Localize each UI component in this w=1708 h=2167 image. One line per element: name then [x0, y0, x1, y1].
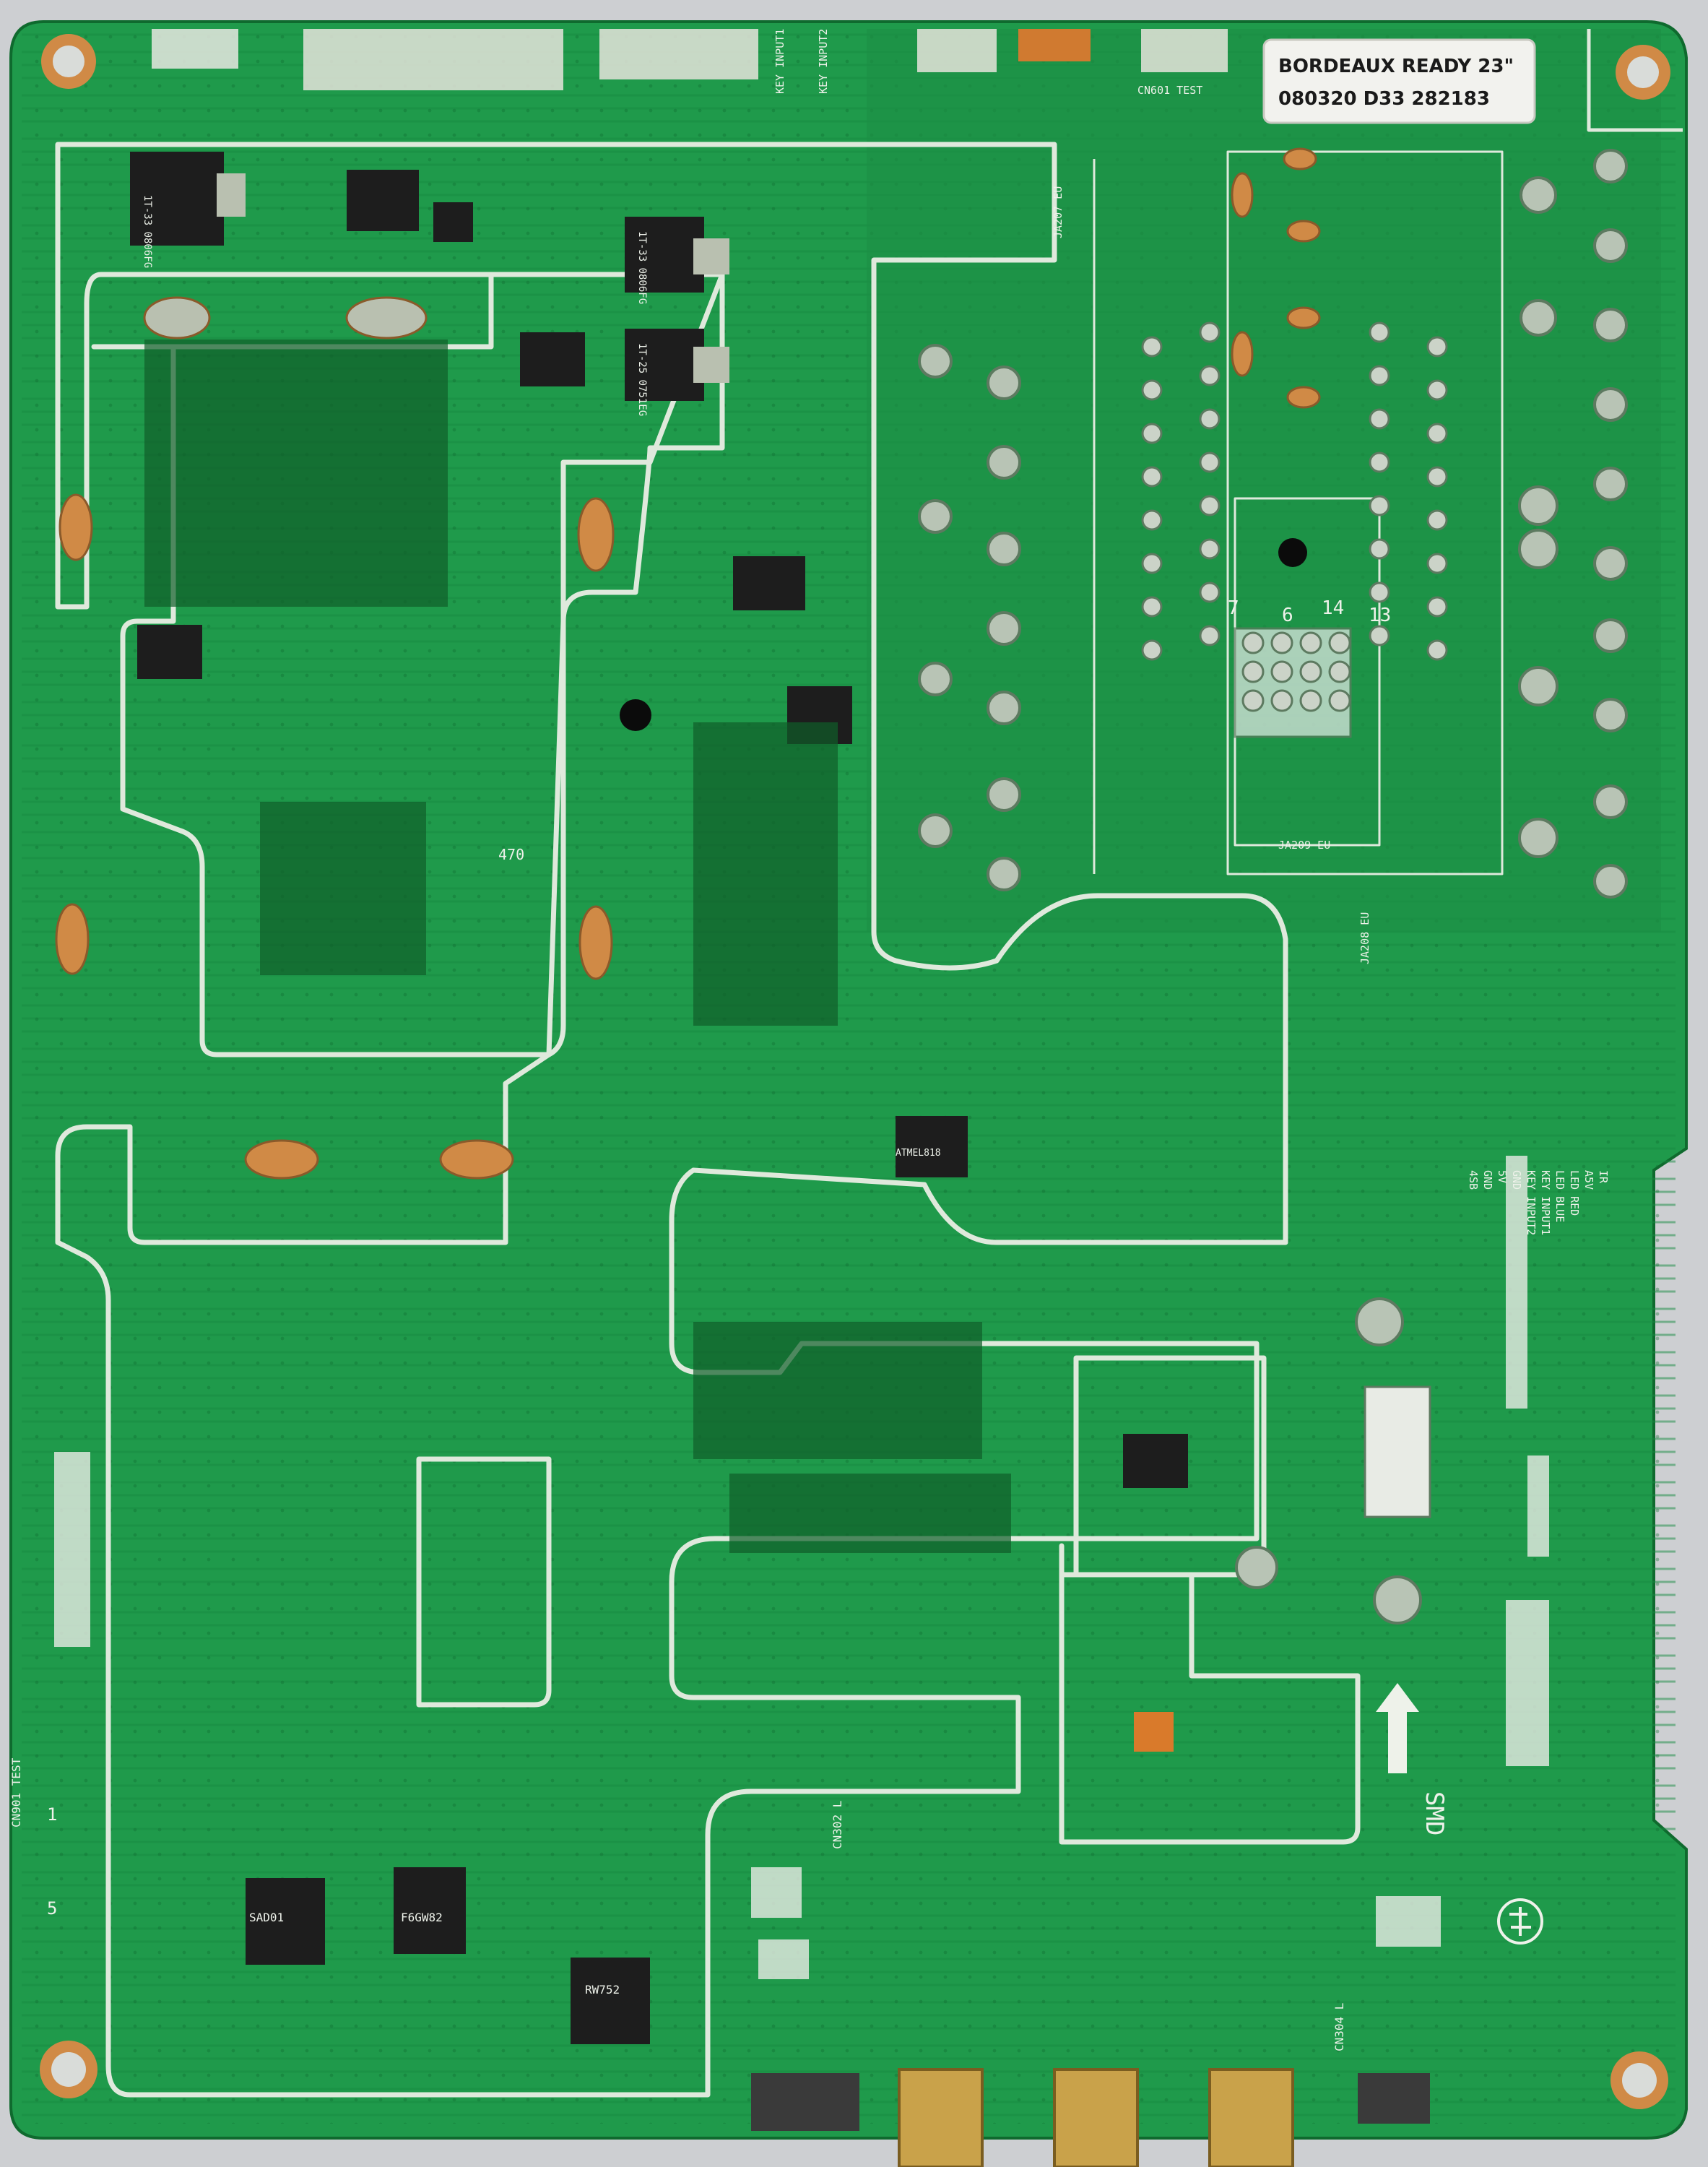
- ic-b-label: 1T-33 0806FG: [636, 231, 648, 304]
- mounting-holes: [40, 34, 1670, 2109]
- dense-components: [144, 339, 1011, 1553]
- bottom-rca-jacks: [751, 2068, 1430, 2167]
- smd-label: SMD: [1420, 1791, 1449, 1835]
- side-label: LED BLUE: [1553, 1170, 1566, 1222]
- sticker-line-1: BORDEAUX READY 23": [1278, 56, 1514, 77]
- silkscreen-labels: SMD CN901 TEST CN302 L CN304 L CN601 TES…: [9, 29, 1449, 2051]
- pin-7-label: 7: [1228, 597, 1239, 619]
- side-label: IR: [1597, 1170, 1610, 1184]
- pin-13-label: 13: [1369, 605, 1391, 626]
- key-input1-label: KEY INPUT1: [773, 29, 786, 94]
- side-label: 4SB: [1467, 1170, 1480, 1190]
- ja208-label: JA208 EU: [1358, 912, 1371, 964]
- ic-a-label: 1T-33 0806FG: [142, 195, 153, 268]
- side-label: GND: [1510, 1170, 1523, 1190]
- korean-stamp-icon: [1497, 1898, 1543, 1945]
- side-label: KEY INPUT1: [1539, 1170, 1552, 1235]
- cn304-label: CN304 L: [1332, 2003, 1346, 2051]
- label-sticker: BORDEAUX READY 23" 080320 D33 282183: [1262, 38, 1536, 124]
- side-label: GND: [1481, 1170, 1494, 1190]
- res-470-label: 470: [498, 846, 524, 863]
- pin-14-label: 14: [1322, 597, 1344, 619]
- ic402-label: ATMEL818: [896, 1148, 941, 1159]
- rca-pads: [918, 149, 1628, 1625]
- copper-pads: [55, 147, 1321, 1180]
- side-label: LED RED: [1568, 1170, 1581, 1216]
- side-label: A5V: [1582, 1170, 1595, 1190]
- cn302-label: CN302 L: [831, 1801, 844, 1849]
- sticker-line-2: 080320 D33 282183: [1278, 88, 1490, 110]
- pin-5-label: 5: [47, 1898, 57, 1919]
- ja207-label: JA207 EU: [1052, 186, 1065, 238]
- side-label: KEY INPUT2: [1525, 1170, 1538, 1235]
- side-label: 5V: [1496, 1170, 1509, 1183]
- ic-e-label: F6GW82: [401, 1911, 443, 1924]
- ja209-label: JA209 EU: [1278, 839, 1330, 852]
- ic-c-label: 1T-25 0751EG: [636, 343, 648, 416]
- io-region: [867, 29, 1661, 932]
- pin-6-label: 6: [1282, 605, 1293, 626]
- pin-1-label: 1: [47, 1804, 57, 1825]
- ic-f-label: SAD01: [249, 1911, 284, 1924]
- cn901-label: CN901 TEST: [9, 1757, 23, 1828]
- scart-connector: [1141, 321, 1448, 738]
- key-input2-label: KEY INPUT2: [817, 29, 830, 94]
- top-connectors: [152, 29, 1228, 90]
- cn601-label: CN601 TEST: [1137, 84, 1202, 97]
- pin-header-grid: [54, 1156, 1549, 1979]
- up-arrow-icon: [1376, 1683, 1419, 1773]
- ic-d-label: RW752: [585, 1983, 620, 1997]
